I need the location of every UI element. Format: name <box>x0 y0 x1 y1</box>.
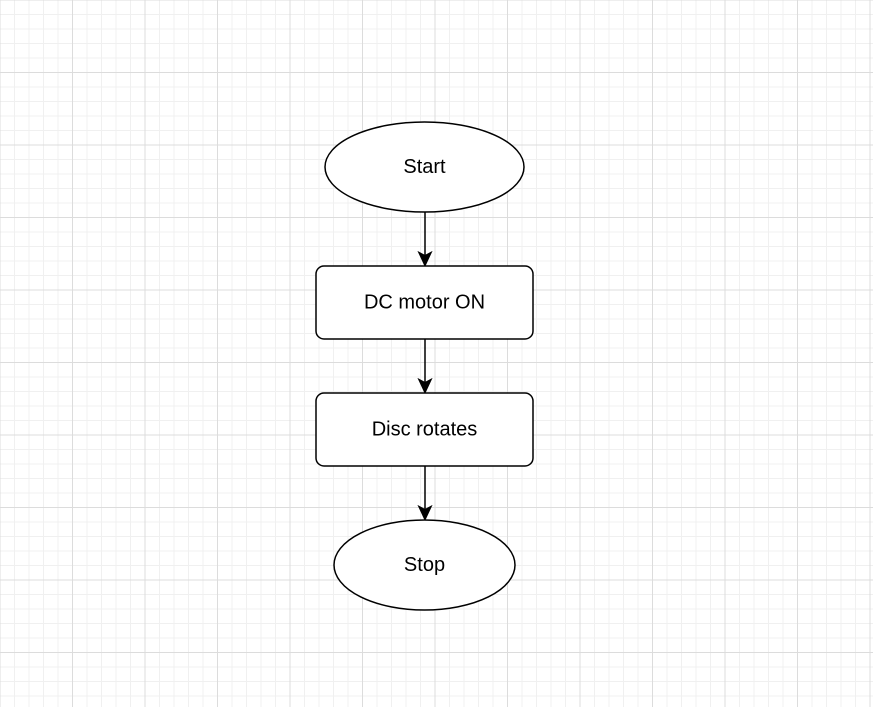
node-disc-rotates[interactable]: Disc rotates <box>315 392 534 467</box>
edge-motor-to-disc[interactable] <box>417 339 433 395</box>
start-label: Start <box>403 156 446 178</box>
edge-start-to-motor[interactable] <box>417 212 433 268</box>
dc-motor-on-label: DC motor ON <box>364 292 485 314</box>
edge-disc-to-stop[interactable] <box>417 466 433 522</box>
arrow-head <box>417 250 433 268</box>
stop-ellipse <box>333 519 516 611</box>
node-dc-motor-on[interactable]: DC motor ON <box>315 265 534 340</box>
disc-rotates-label: Disc rotates <box>372 419 478 441</box>
dc-motor-on-box <box>315 265 534 340</box>
node-start[interactable]: Start <box>324 121 525 213</box>
stop-label: Stop <box>404 554 445 576</box>
arrow-head <box>417 504 433 522</box>
start-ellipse <box>324 121 525 213</box>
node-stop[interactable]: Stop <box>333 519 516 611</box>
disc-rotates-box <box>315 392 534 467</box>
arrow-head <box>417 377 433 395</box>
